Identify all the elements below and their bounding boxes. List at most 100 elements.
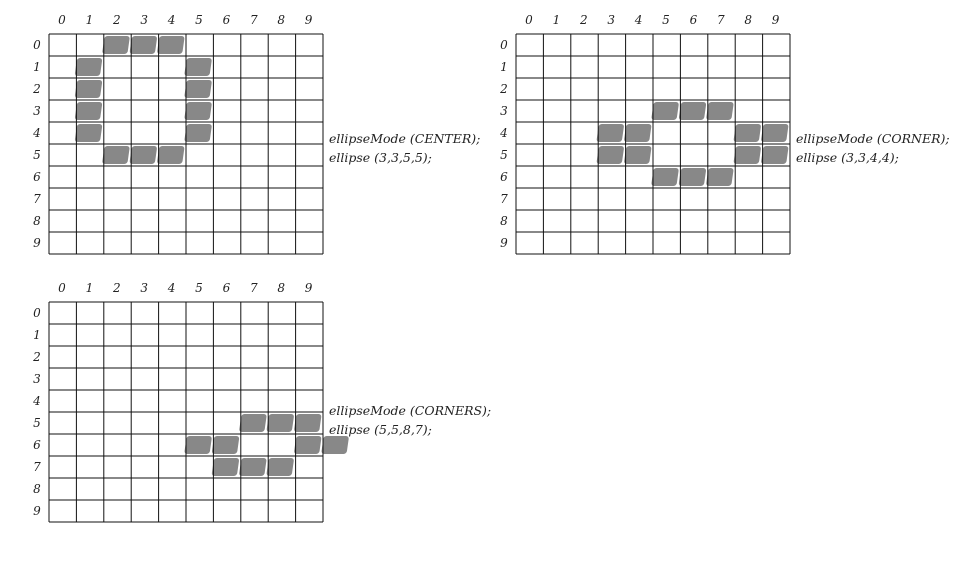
row-label: 5 bbox=[33, 416, 41, 430]
column-label: 9 bbox=[305, 281, 313, 295]
row-label: 0 bbox=[33, 38, 41, 52]
code-corners: ellipseMode (CORNERS); ellipse (5,5,8,7)… bbox=[329, 401, 491, 439]
code-corner: ellipseMode (CORNER); ellipse (3,3,4,4); bbox=[796, 129, 950, 167]
row-label: 7 bbox=[33, 460, 41, 474]
row-label: 0 bbox=[33, 306, 41, 320]
filled-pixel bbox=[321, 436, 349, 454]
filled-pixel bbox=[294, 414, 322, 432]
row-label: 4 bbox=[32, 394, 41, 408]
row-label: 2 bbox=[499, 82, 508, 96]
column-label: 5 bbox=[195, 281, 203, 295]
row-label: 8 bbox=[33, 482, 41, 496]
filled-pixel bbox=[596, 146, 624, 164]
grid-lines bbox=[48, 301, 324, 523]
column-label: 7 bbox=[250, 13, 258, 27]
grid-lines bbox=[48, 33, 324, 255]
code-line-ellipse: ellipse (5,5,8,7); bbox=[329, 422, 432, 437]
filled-pixel bbox=[102, 146, 130, 164]
column-label: 2 bbox=[112, 281, 121, 295]
row-label: 4 bbox=[499, 126, 508, 140]
filled-pixel bbox=[74, 58, 103, 76]
row-label: 0 bbox=[500, 38, 508, 52]
filled-pixel bbox=[184, 58, 212, 76]
filled-pixel bbox=[74, 80, 103, 98]
column-label: 4 bbox=[634, 13, 643, 27]
filled-pixel bbox=[239, 458, 267, 476]
filled-pixel bbox=[157, 146, 185, 164]
filled-pixel bbox=[651, 102, 679, 120]
column-label: 4 bbox=[167, 281, 176, 295]
grid-lines bbox=[515, 33, 791, 255]
row-label: 4 bbox=[32, 126, 41, 140]
row-label: 7 bbox=[500, 192, 508, 206]
filled-pixel bbox=[211, 458, 239, 476]
filled-pixel bbox=[624, 124, 652, 142]
column-label: 5 bbox=[662, 13, 670, 27]
filled-pixel bbox=[733, 146, 761, 164]
filled-pixels bbox=[596, 102, 789, 186]
row-label: 9 bbox=[500, 236, 508, 250]
row-label: 2 bbox=[32, 82, 41, 96]
row-label: 7 bbox=[33, 192, 41, 206]
filled-pixel bbox=[239, 414, 267, 432]
column-label: 1 bbox=[86, 281, 94, 295]
row-label: 2 bbox=[32, 350, 41, 364]
filled-pixel bbox=[102, 36, 130, 54]
filled-pixel bbox=[733, 124, 761, 142]
row-label: 1 bbox=[500, 60, 508, 74]
column-label: 0 bbox=[525, 13, 533, 27]
row-label: 8 bbox=[500, 214, 508, 228]
row-label: 6 bbox=[500, 170, 508, 184]
row-label: 9 bbox=[33, 236, 41, 250]
row-label: 3 bbox=[33, 372, 41, 386]
filled-pixel bbox=[184, 124, 212, 142]
row-label: 1 bbox=[33, 60, 41, 74]
filled-pixels bbox=[184, 414, 349, 476]
column-label: 6 bbox=[690, 13, 698, 27]
code-line-mode: ellipseMode (CORNER); bbox=[796, 131, 950, 146]
filled-pixel bbox=[266, 458, 294, 476]
row-label: 6 bbox=[33, 438, 41, 452]
column-label: 4 bbox=[167, 13, 176, 27]
column-label: 3 bbox=[607, 13, 615, 27]
filled-pixel bbox=[266, 414, 294, 432]
row-label: 5 bbox=[33, 148, 41, 162]
column-label: 7 bbox=[717, 13, 725, 27]
row-label: 6 bbox=[33, 170, 41, 184]
filled-pixel bbox=[184, 436, 212, 454]
filled-pixel bbox=[761, 124, 789, 142]
filled-pixel bbox=[706, 102, 734, 120]
column-label: 3 bbox=[140, 13, 148, 27]
column-label: 2 bbox=[112, 13, 121, 27]
filled-pixel bbox=[184, 80, 212, 98]
code-line-ellipse: ellipse (3,3,4,4); bbox=[796, 150, 899, 165]
filled-pixel bbox=[157, 36, 185, 54]
row-label: 3 bbox=[33, 104, 41, 118]
filled-pixel bbox=[678, 102, 707, 120]
column-label: 9 bbox=[305, 13, 313, 27]
filled-pixels bbox=[74, 36, 212, 164]
filled-pixel bbox=[596, 124, 624, 142]
filled-pixel bbox=[74, 124, 103, 142]
column-label: 6 bbox=[223, 13, 231, 27]
filled-pixel bbox=[624, 146, 652, 164]
column-label: 8 bbox=[744, 13, 752, 27]
column-label: 0 bbox=[58, 13, 66, 27]
column-label: 1 bbox=[86, 13, 94, 27]
filled-pixel bbox=[651, 168, 679, 186]
filled-pixel bbox=[706, 168, 734, 186]
row-label: 1 bbox=[33, 328, 41, 342]
filled-pixel bbox=[294, 436, 322, 454]
row-label: 8 bbox=[33, 214, 41, 228]
filled-pixel bbox=[129, 36, 157, 54]
column-label: 3 bbox=[140, 281, 148, 295]
column-label: 8 bbox=[277, 13, 285, 27]
code-line-mode: ellipseMode (CENTER); bbox=[329, 131, 481, 146]
row-label: 3 bbox=[500, 104, 508, 118]
filled-pixel bbox=[184, 102, 212, 120]
